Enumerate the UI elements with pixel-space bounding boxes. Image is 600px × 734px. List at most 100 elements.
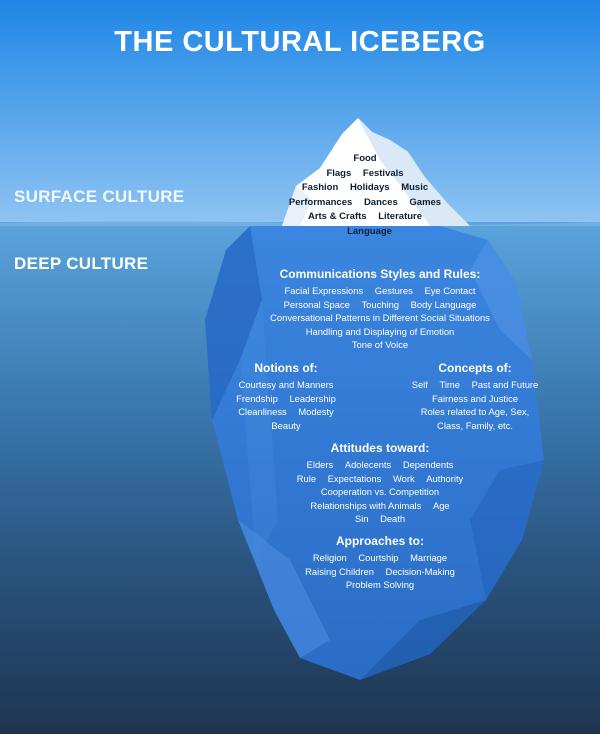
section-item: Time [439,379,460,390]
iceberg-facet [360,600,486,680]
surface-line: Fashion Holidays Music [285,181,445,196]
iceberg-facet [205,226,262,420]
section-line: Rule Expectations Work Authority [260,472,500,486]
section-item: Religion [312,552,347,563]
section-item: Beauty [271,419,301,431]
surface-line: Performances Dances Games [285,196,445,211]
section-line: Frendship Leadership [226,392,346,406]
section-item: Work [392,472,415,484]
surface-culture-label: SURFACE CULTURE [14,187,185,206]
section-item: Elders [306,459,334,470]
section-item: Conversational Patterns in Different Soc… [270,312,490,324]
iceberg-tip-shade [282,186,312,226]
section-line: Relationships with Animals Age [260,499,500,513]
deep-culture-label: DEEP CULTURE [14,254,149,273]
section-item: Authority [426,472,464,484]
section-item: Death [380,513,406,525]
surface-item: Food [353,153,377,164]
surface-items: Food Flags Festivals Fashion Holidays Mu… [285,152,445,239]
section-item: Tone of Voice [351,339,409,351]
section-item: Sin [354,513,369,525]
section-item: Leadership [289,392,336,404]
section-item: Cooperation vs. Competition [320,486,440,498]
page-title: THE CULTURAL ICEBERG [114,26,486,58]
section-heading: Communications Styles and Rules: [279,267,481,281]
section-item: Courtesy and Manners [238,379,334,390]
section-item: Handling and Displaying of Emotion [305,325,455,337]
section-line: Raising Children Decision-Making [270,565,490,579]
section-line: Cleanliness Modesty [226,405,346,419]
section-item: Past and Future [471,379,539,390]
section-item: Personal Space [283,298,350,310]
section-line: Facial Expressions Gestures Eye Contact [240,284,520,298]
section-item: Marriage [410,552,448,563]
section-item: Adolecents [344,459,392,470]
surface-item: Literature [378,211,423,222]
iceberg-facet [240,300,278,560]
section-line: Roles related to Age, Sex, [410,405,540,419]
section-item: Problem Solving [345,579,415,591]
section-item: Decision-Making [385,565,455,577]
section-item: Eye Contact [424,285,476,296]
section-item: Fairness and Justice [432,392,518,404]
section-line: Class, Family, etc. [410,419,540,433]
section-attitudes: Attitudes toward: Elders Adolecents Depe… [260,440,500,526]
section-line: Beauty [226,419,346,433]
section-line: Religion Courtship Marriage [270,551,490,565]
section-line: Fairness and Justice [410,392,540,406]
section-item: Raising Children [305,565,374,577]
section-item: Age [432,499,450,511]
section-notions: Notions of: Courtesy and Manners Frendsh… [226,360,346,432]
section-item: Facial Expressions [284,285,364,296]
surface-item: Arts & Crafts [307,211,367,222]
surface-line: Food [285,152,445,167]
section-item: Frendship [236,392,278,404]
section-item: Class, Family, etc. [437,419,513,431]
section-line: Courtesy and Manners [226,378,346,392]
section-item: Courtship [358,552,399,563]
surface-item: Music [401,182,429,193]
iceberg-facet [238,520,330,658]
section-line: Handling and Displaying of Emotion [240,325,520,339]
surface-item: Games [409,196,442,208]
section-item: Relationships with Animals [310,499,422,511]
surface-item: Holidays [349,182,390,193]
section-line: Cooperation vs. Competition [260,485,500,499]
iceberg-facet [470,240,532,360]
section-line: Elders Adolecents Dependents [260,458,500,472]
section-line: Conversational Patterns in Different Soc… [240,311,520,325]
surface-item: Festivals [362,167,404,179]
section-line: Sin Death [260,512,500,526]
section-item: Modesty [298,406,334,418]
surface-item: Performances [288,196,353,208]
surface-item: Flags [326,167,352,179]
iceberg-tip-shade [358,118,470,226]
section-item: Self [411,379,428,390]
surface-item: Dances [363,196,398,208]
surface-item: Language [347,225,392,237]
section-line: Personal Space Touching Body Language [240,298,520,312]
section-item: Cleanliness [238,406,287,418]
section-heading: Concepts of: [438,361,512,375]
section-communications: Communications Styles and Rules: Facial … [240,266,520,352]
section-item: Touching [361,298,400,310]
surface-item: Fashion [301,182,339,193]
surface-line: Flags Festivals [285,167,445,182]
section-line: Tone of Voice [240,338,520,352]
section-line: Self Time Past and Future [410,378,540,392]
iceberg-facet [470,460,544,600]
section-approaches: Approaches to: Religion Courtship Marria… [270,533,490,592]
section-concepts: Concepts of: Self Time Past and Future F… [410,360,540,432]
iceberg-underwater [205,226,544,680]
section-item: Roles related to Age, Sex, [420,406,530,418]
section-heading: Attitudes toward: [330,441,430,455]
surface-line: Arts & Crafts Literature Language [285,210,445,239]
section-heading: Approaches to: [335,534,424,548]
section-item: Body Language [410,298,477,310]
section-heading: Notions of: [254,361,318,375]
section-line: Problem Solving [270,578,490,592]
section-item: Gestures [374,285,413,296]
section-item: Dependents [402,459,454,470]
